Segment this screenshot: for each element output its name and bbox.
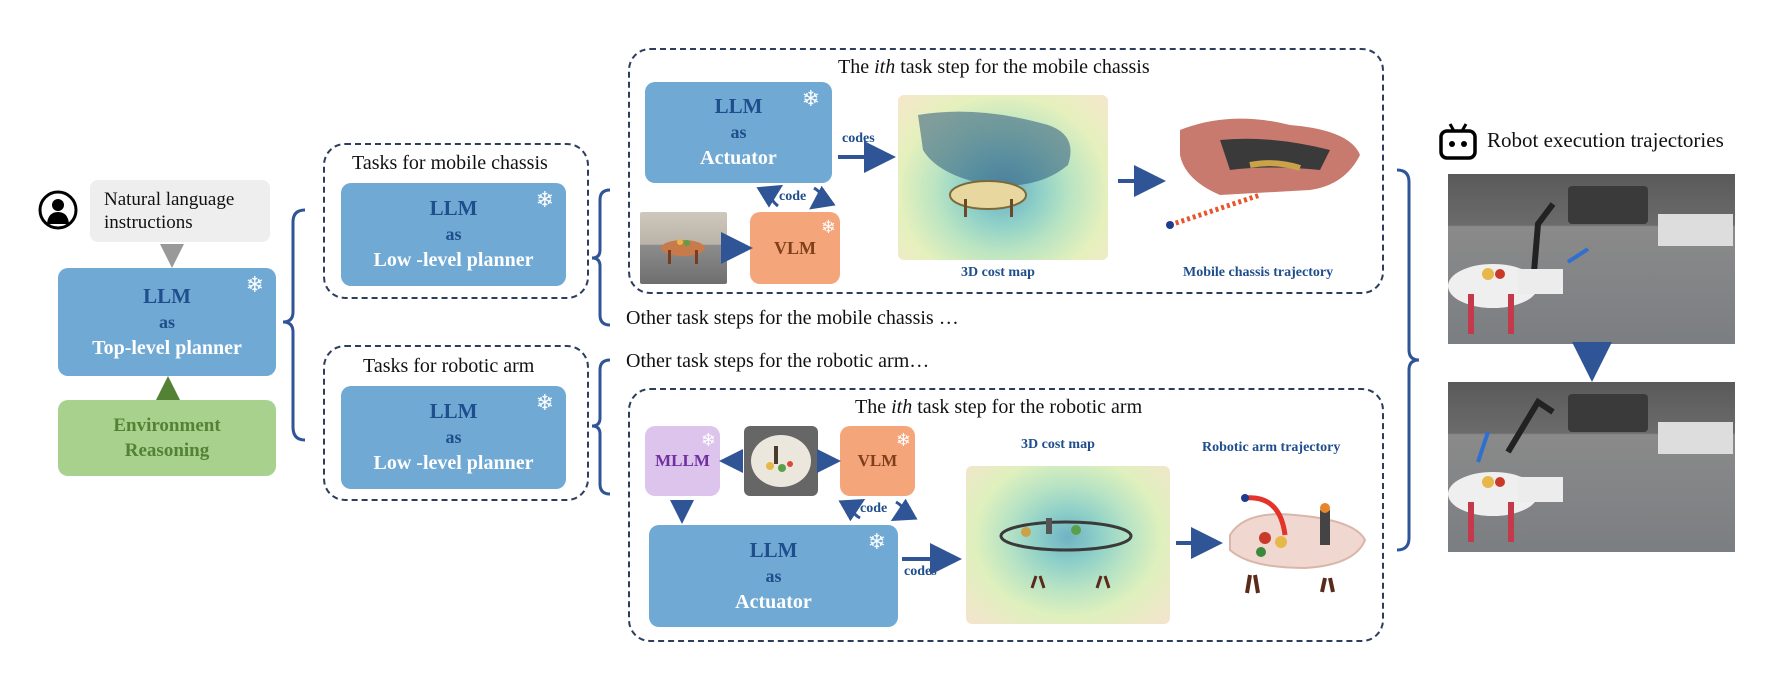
code-loop-left (756, 184, 784, 208)
bracket-mobile (591, 188, 611, 327)
mobile-code-label: code (779, 189, 807, 204)
arm-code-loop-right (890, 498, 918, 521)
mobile-step-title: The ith task step for the mobile chassis (838, 56, 1150, 79)
mobile-low-level-planner-box: ❄ LLM as Low -level planner (341, 183, 566, 286)
mobile-step-group (628, 48, 1384, 294)
snowflake-icon: ❄ (535, 390, 554, 415)
mobile-vlm-label: VLM (774, 237, 816, 258)
mobile-vlm-box: ❄ VLM (750, 212, 840, 284)
scene-photo (640, 212, 727, 284)
other-arm-steps: Other task steps for the robotic arm… (626, 350, 930, 372)
top-planner-line2: as (158, 311, 175, 332)
mobile-trajectory-caption: Mobile chassis trajectory (1183, 265, 1334, 280)
snowflake-icon: ❄ (820, 217, 836, 237)
snowflake-icon: ❄ (801, 86, 820, 111)
mllm-label: MLLM (655, 451, 710, 470)
snowflake-icon: ❄ (895, 430, 911, 450)
arm-step-group (628, 388, 1384, 642)
arm-code-label: code (860, 501, 888, 516)
snowflake-icon: ❄ (867, 529, 886, 554)
arm-tasks-group (323, 345, 589, 501)
arm-trajectory-caption: Robotic arm trajectory (1202, 440, 1341, 455)
other-mobile-steps: Other task steps for the mobile chassis … (626, 307, 959, 329)
arm-actuator-box: ❄ LLM as Actuator (649, 525, 898, 627)
arm-step-title-post: task step for the robotic arm (912, 396, 1143, 418)
mllm-box: ❄ MLLM (645, 426, 720, 496)
mobile-planner-line1: LLM (429, 196, 478, 220)
arm-step-title-pre: The (855, 396, 892, 418)
mobile-step-title-pre: The (838, 56, 875, 78)
mobile-cost-map-image (898, 95, 1108, 260)
environment-reasoning-box: Environment Reasoning (58, 400, 276, 476)
arm-planner-line1: LLM (429, 399, 478, 423)
mobile-actuator-box: ❄ LLM as Actuator (645, 82, 832, 183)
mobile-step-title-ith: ith (874, 56, 896, 78)
instructions-box: Natural language instructions (90, 180, 270, 242)
snowflake-icon: ❄ (245, 272, 264, 297)
arm-actuator-line3: Actuator (735, 590, 812, 613)
env-line2: Reasoning (124, 440, 210, 461)
instructions-text: Natural language instructions (104, 189, 235, 233)
table-topdown-photo (744, 426, 818, 496)
arm-step-title-ith: ith (891, 396, 913, 418)
top-planner-line1: LLM (143, 283, 191, 308)
arm-vlm-box: ❄ VLM (840, 426, 915, 496)
mobile-actuator-line1: LLM (714, 94, 763, 118)
snowflake-icon: ❄ (535, 187, 554, 212)
robot-icon (1438, 121, 1478, 161)
robot-exec-title: Robot execution trajectories (1487, 128, 1724, 152)
arm-cost-map-caption: 3D cost map (1021, 437, 1095, 452)
code-loop-right (809, 185, 836, 210)
arm-planner-line2: as (445, 427, 462, 447)
mobile-tasks-title: Tasks for mobile chassis (352, 152, 548, 174)
env-line1: Environment (113, 415, 221, 436)
bracket-arm (591, 358, 611, 496)
arm-code-loop-left (838, 499, 866, 522)
snowflake-icon: ❄ (700, 430, 716, 450)
bracket-planner (282, 208, 306, 442)
arm-tasks-title: Tasks for robotic arm (363, 355, 535, 377)
top-planner-line3: Top-level planner (92, 336, 242, 359)
robot-exec-photo-1 (1448, 174, 1735, 344)
arm-cost-map-image (966, 466, 1170, 624)
mobile-actuator-line2: as (730, 122, 747, 142)
arm-actuator-line2: as (765, 565, 782, 586)
arm-vlm-label: VLM (857, 451, 898, 470)
arm-actuator-line1: LLM (749, 537, 798, 562)
mobile-planner-line3: Low -level planner (373, 249, 534, 271)
mobile-actuator-line3: Actuator (700, 147, 777, 169)
arm-step-title: The ith task step for the robotic arm (855, 396, 1142, 419)
robot-exec-photo-2 (1448, 382, 1735, 552)
mobile-cost-map-caption: 3D cost map (961, 265, 1035, 280)
arm-trajectory-image (1225, 490, 1370, 608)
bracket-right (1396, 168, 1420, 552)
arm-planner-line3: Low -level planner (373, 452, 534, 474)
top-level-planner-box: ❄ LLM as Top-level planner (58, 268, 276, 376)
arm-low-level-planner-box: ❄ LLM as Low -level planner (341, 386, 566, 489)
person-icon (38, 190, 78, 230)
mobile-trajectory-image (1160, 110, 1365, 235)
mobile-step-title-post: task step for the mobile chassis (895, 56, 1150, 78)
mobile-tasks-group (323, 143, 589, 299)
mobile-planner-line2: as (445, 224, 462, 244)
arm-codes-label: codes (904, 564, 937, 579)
